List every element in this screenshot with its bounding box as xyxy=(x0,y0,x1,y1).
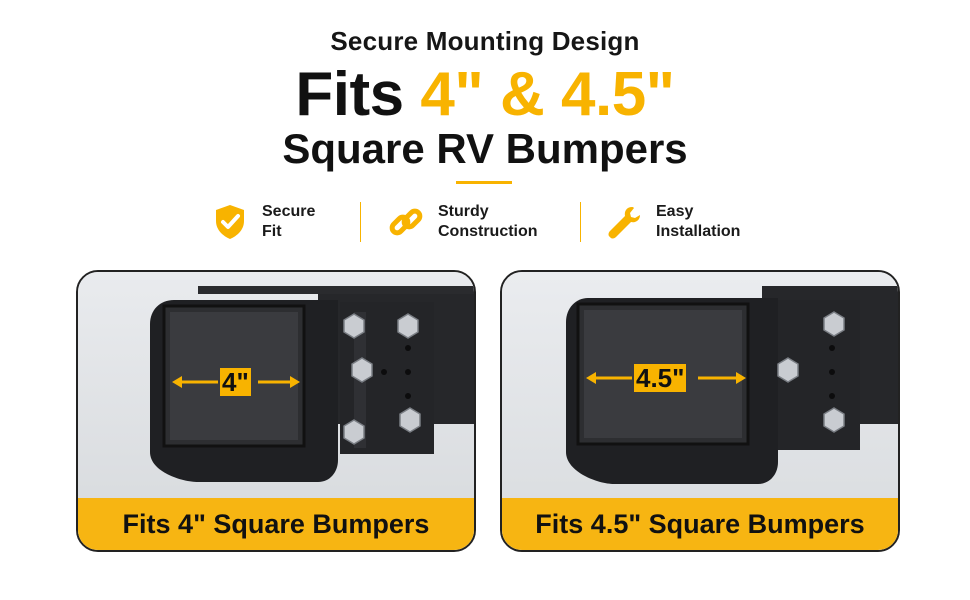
feature-label: Easy Installation xyxy=(656,203,741,240)
chain-link-icon xyxy=(386,202,426,242)
caption-4-5in: Fits 4.5" Square Bumpers xyxy=(502,498,898,550)
feature-separator xyxy=(360,202,361,242)
headline-line2: Square RV Bumpers xyxy=(282,125,688,172)
headline: Fits 4" & 4.5" xyxy=(0,60,970,130)
product-panel-4-5in: 4.5" Fits 4.5" Square Bumpers xyxy=(500,270,900,552)
feature-sturdy-construction: Sturdy Construction xyxy=(386,200,538,244)
product-panel-4in: 4" Fits 4" Square Bumpers xyxy=(76,270,476,552)
shield-check-icon xyxy=(210,202,250,242)
feature-label: Sturdy Construction xyxy=(438,203,538,240)
feature-label: Secure Fit xyxy=(262,203,316,240)
headline-sizes: 4" & 4.5" xyxy=(420,60,675,129)
headline-prefix: Fits xyxy=(295,60,404,129)
wrench-icon xyxy=(604,202,644,242)
dimension-label: 4" xyxy=(220,367,251,397)
divider xyxy=(456,181,512,184)
caption-4in: Fits 4" Square Bumpers xyxy=(78,498,474,550)
subtitle: Secure Mounting Design xyxy=(330,26,640,56)
feature-easy-installation: Easy Installation xyxy=(604,200,740,244)
features-row: Secure Fit Sturdy Construction Easy Inst… xyxy=(210,200,770,244)
dimension-label: 4.5" xyxy=(634,363,687,393)
feature-secure-fit: Secure Fit xyxy=(210,200,315,244)
feature-separator xyxy=(580,202,581,242)
